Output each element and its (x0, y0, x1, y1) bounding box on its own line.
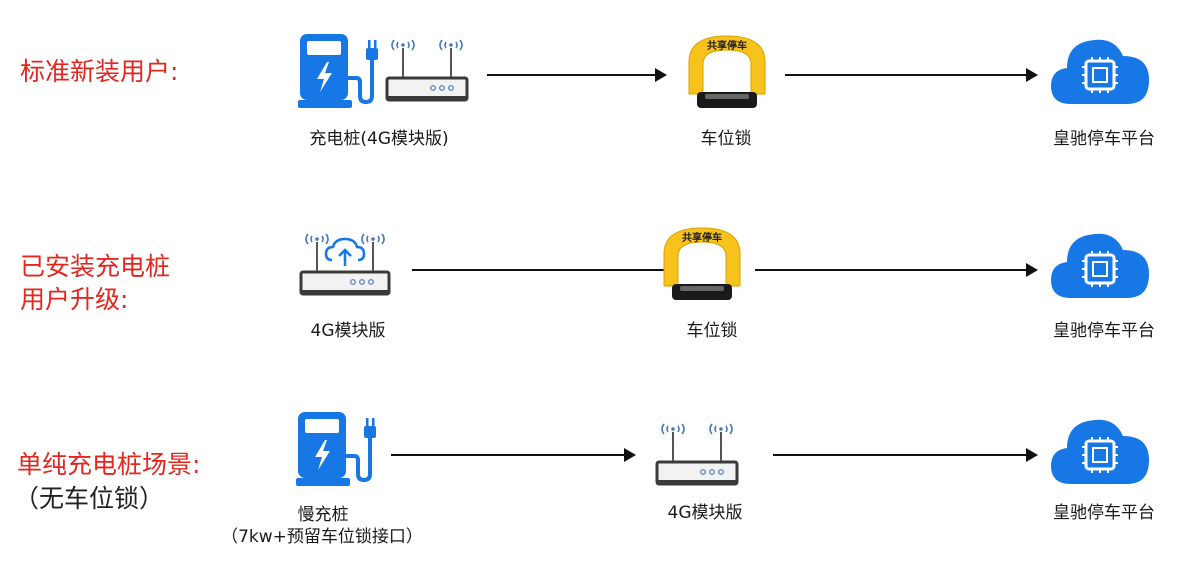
parking-lock-icon: 共享停车 (688, 35, 766, 108)
row3-label-line1: 单纯充电桩场景: (17, 450, 201, 479)
caption-lock: 车位锁 (686, 321, 738, 341)
caption-4g-module: 4G模块版 (667, 503, 743, 523)
caption-platform: 皇驰停车平台 (1053, 129, 1155, 149)
arrow-lock-to-platform (755, 263, 1038, 277)
charger-icon (298, 34, 378, 108)
arrow-module-to-lock (412, 263, 676, 277)
caption-slow-charger: 慢充桩 (297, 505, 349, 525)
parking-lock-icon: 共享停车 (663, 227, 741, 300)
row1-label: 标准新装用户: (20, 57, 179, 86)
caption-platform: 皇驰停车平台 (1053, 321, 1155, 341)
lock-sign-text: 共享停车 (682, 231, 722, 244)
caption-lock: 车位锁 (700, 129, 752, 149)
charger-icon (296, 412, 376, 486)
row2-label-line2: 用户升级: (20, 285, 129, 314)
arrow-module-to-platform (773, 448, 1038, 462)
row2-label-line1: 已安装充电桩 (20, 252, 171, 281)
cloud-chip-icon (1051, 233, 1149, 298)
caption-charger-4g: 充电桩(4G模块版) (309, 129, 449, 149)
router-icon (385, 39, 469, 102)
cloud-chip-icon (1051, 39, 1149, 104)
router-icon (655, 423, 739, 486)
caption-platform: 皇驰停车平台 (1053, 503, 1155, 523)
router-upload-icon (299, 233, 391, 296)
arrow-lock-to-platform (785, 68, 1038, 82)
caption-slow-charger-note: （7kw+预留车位锁接口） (221, 527, 423, 547)
arrow-charger-to-module (391, 448, 636, 462)
row3-label-line2: （无车位锁） (14, 484, 165, 513)
caption-4g-module: 4G模块版 (310, 321, 386, 341)
lock-sign-text: 共享停车 (707, 39, 747, 52)
cloud-chip-icon (1051, 419, 1149, 484)
arrow-charger-to-lock (487, 68, 667, 82)
